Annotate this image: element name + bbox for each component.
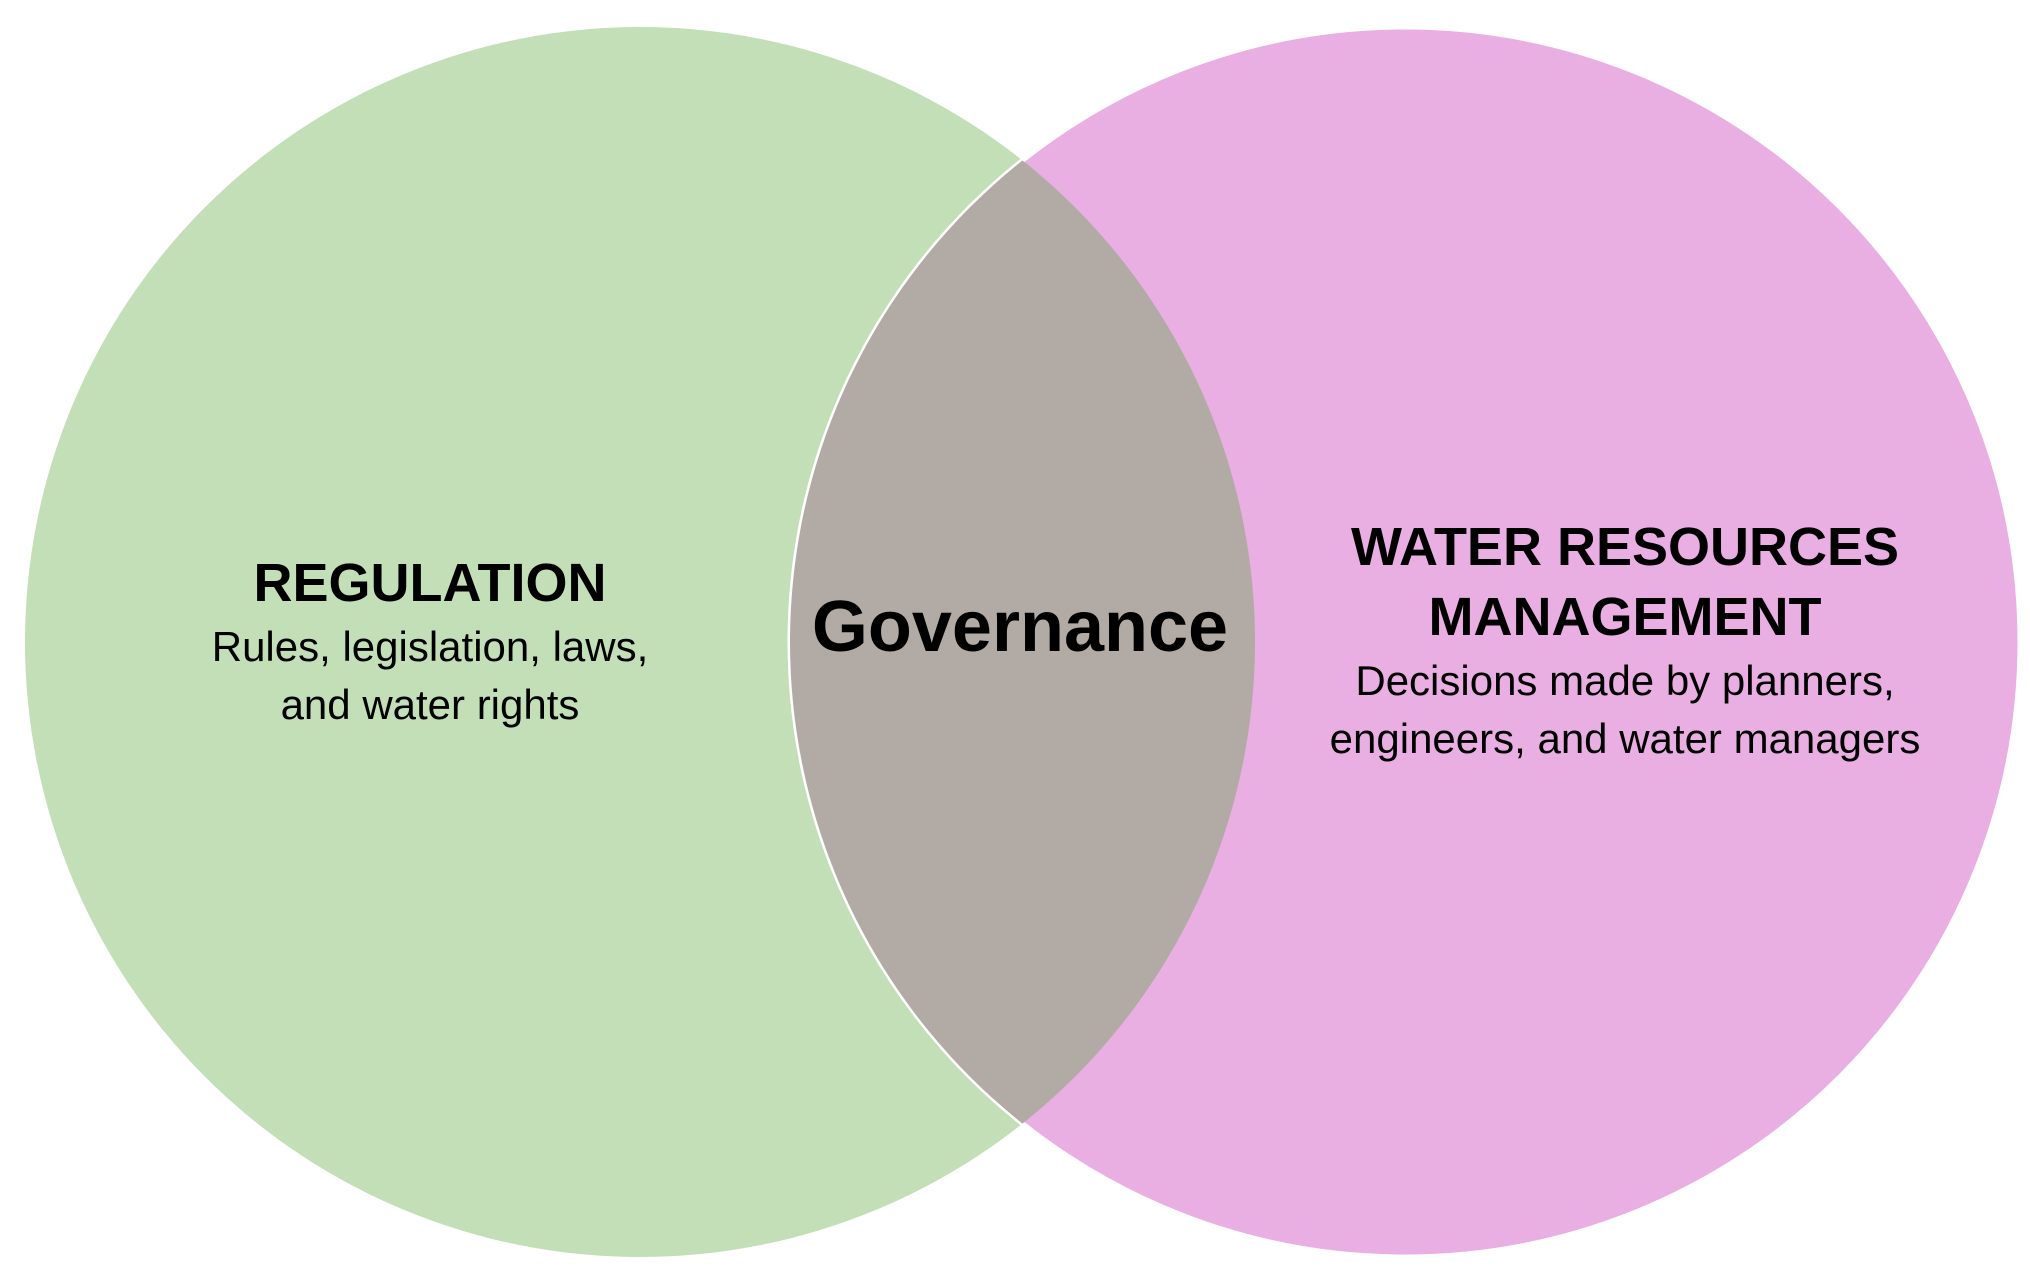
regulation-label: REGULATION Rules, legislation, laws, and…	[130, 548, 730, 734]
governance-intersection	[790, 27, 1255, 1257]
regulation-description: Rules, legislation, laws, and water righ…	[211, 623, 649, 728]
regulation-title: REGULATION	[253, 553, 607, 613]
water-resources-management-label: WATER RESOURCES MANAGEMENT Decisions mad…	[1265, 512, 1985, 768]
governance-title: Governance	[811, 587, 1229, 667]
water-resources-management-title: WATER RESOURCES MANAGEMENT	[1350, 517, 1900, 647]
water-resources-management-description: Decisions made by planners, engineers, a…	[1329, 657, 1921, 762]
